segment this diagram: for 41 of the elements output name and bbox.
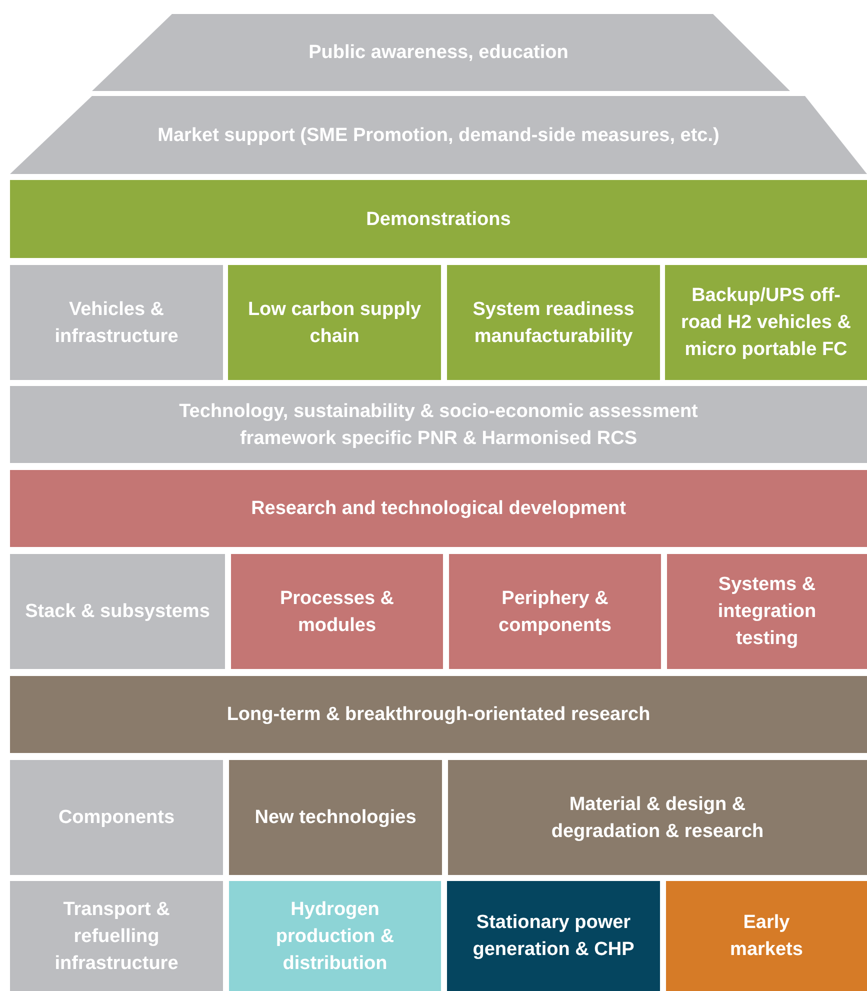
trapezoid-band [10,96,867,174]
box-label: Material & design & degradation & research [550,792,765,844]
category-box [10,180,867,258]
category-box [449,554,661,669]
category-box [229,760,442,875]
box-label: Research and technological development [251,497,626,521]
category-box [665,265,867,380]
box-label: Hydrogen production & distribution [274,898,396,976]
category-box [666,881,867,991]
category-box [10,760,223,875]
box-label: Processes & modules [278,586,396,638]
box-label: Public awareness, education [308,41,568,65]
box-label: Stationary power generation & CHP [472,911,636,962]
box-label: New technologies [254,806,416,830]
box-label: Early markets [729,911,804,962]
category-box [10,676,867,753]
box-label: Vehicles & infrastructure [54,298,180,348]
category-box [667,554,867,669]
box-label: Transport & refuelling infrastructure [54,898,180,976]
category-box [10,881,223,991]
category-box [448,760,867,875]
box-label: Components [58,806,175,830]
category-box [10,386,867,463]
category-box [10,470,867,547]
category-box [231,554,443,669]
category-box [447,265,660,380]
category-box [228,265,441,380]
box-label: System readiness manufacturability [472,298,636,348]
box-label: Demonstrations [366,208,511,232]
box-label: Backup/UPS off-road H2 vehicles & micro portable FC [680,284,852,362]
category-box [229,881,441,991]
box-label: Long-term & breakthrough-orientated research [226,703,650,727]
box-label: Low carbon supply chain [246,298,422,348]
category-box [447,881,660,991]
box-label: Periphery & components [498,586,612,638]
category-box [10,265,223,380]
box-label: Technology, sustainability & socio-economic assessment framework specific PNR & Harmonised RCS [178,400,699,450]
box-label: Market support (SME Promotion, demand-side measures, etc.) [158,124,720,148]
category-box [10,554,225,669]
box-label: Stack & subsystems [25,600,210,624]
box-label: Systems & integration testing [716,573,818,651]
